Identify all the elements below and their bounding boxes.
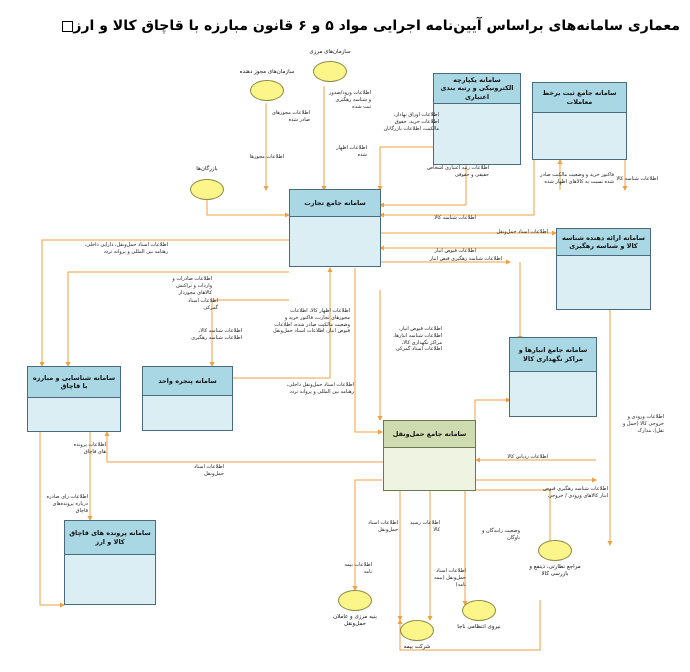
entity-bazargan-label: بازرگان‌ها [196, 166, 218, 172]
entity-sherkat: شرکت بیمه [384, 620, 450, 651]
connector [379, 165, 467, 208]
edge-label: اطلاعات شناسه کالا [616, 176, 658, 182]
entity-mardom: مراجع نظارتی، ذینفع و بازرسی کالا [520, 540, 590, 577]
system-chand-barname-title: سامانه یکپارچه الکترونیکی و رتبه بندی اع… [434, 74, 520, 104]
entity-mojaz-label: سازمان‌های مجوز دهنده [239, 69, 295, 75]
system-shenasaei-title: سامانه شناسایی و مبارزه با قاچاق [28, 367, 120, 398]
connector [352, 479, 382, 591]
edge-label: اطلاعات ورودی و خروجی کالا (حمل و نقل)، … [622, 414, 664, 434]
edge-label: اطلاعات بیمه نامه [344, 562, 372, 575]
system-haml: سامانه جامع حمل‌ونقل [383, 420, 476, 491]
connector [209, 299, 289, 367]
edge-label: اطلاعات اسناد گمرکی [188, 298, 218, 311]
edge-label: اطلاعات ورود/صدور و شناسه رهگیری ثبت شده [328, 90, 371, 110]
edge-label: فاکتور خرید و وضعیت مالکیت صادر شده نسبت… [540, 172, 614, 185]
entity-bazargan-oval [190, 178, 224, 200]
edge-label: اطلاعات اسناد حمل‌ونقل، دارایی داخلی، ره… [84, 242, 168, 255]
edge-label: اطلاعات اسناد حمل‌ونقل داخلی، رهنامه بین… [286, 382, 354, 395]
connector [397, 600, 541, 651]
edge-label: اطلاعات اظهار کالا، اطلاعات مجوزهای تجار… [272, 308, 350, 335]
system-panjare-title: سامانه پنجره واحد [143, 367, 232, 396]
edge-label: اطلاعات اسناد حمل‌ونقل [496, 229, 548, 235]
system-panjare: سامانه پنجره واحد [142, 366, 233, 431]
system-anbar: سامانه جامع انبارها و مراکز نگهداری کالا [509, 337, 597, 417]
system-tejarat-title: سامانه جامع تجارت [290, 190, 380, 217]
entity-sherkat-label: شرکت بیمه [403, 644, 431, 650]
entity-mardom-label: مراجع نظارتی، ذینفع و بازرسی کالا [529, 564, 581, 577]
system-sabt-moamelat: سامانه جامع ثبت برخط معاملات [532, 82, 627, 160]
edge-label: اطلاعات قبوض انبار، اطلاعات شناسه انباره… [393, 326, 442, 353]
system-chand-barname: سامانه یکپارچه الکترونیکی و رتبه بندی اع… [433, 73, 521, 165]
system-shenase-kala-title: سامانه ارائه دهنده شناسه کالا و شناسه ره… [557, 229, 650, 256]
edge-label: اطلاعات شناسه کالا، اطلاعات شناسه رهگیری [191, 328, 242, 341]
edge-label: اطلاعات مجوزهای صادر شده [271, 110, 310, 123]
connector [354, 268, 383, 435]
edge-label: اطلاعات رسید کالا [410, 520, 440, 533]
system-parvande-title: سامانه پرونده های قاچاق کالا و ارز [65, 521, 155, 555]
entity-niro-label: نیروی انتظامی ناجا [457, 624, 501, 630]
system-anbar-title: سامانه جامع انبارها و مراکز نگهداری کالا [510, 338, 596, 372]
entity-marze-oval [313, 60, 347, 82]
title-text: معماری سامانه‌های براساس آیین‌نامه اجرای… [73, 18, 680, 34]
entity-marze-label: سازمان‌های مرزی [309, 49, 351, 55]
entity-sherkat-oval [400, 620, 434, 641]
entity-marze: سازمان‌های مرزی [295, 49, 365, 82]
edge-label: اطلاعات مجوزها [249, 154, 284, 160]
connector [104, 431, 384, 463]
edge-label: اطلاعات قبوض انبار [434, 248, 477, 254]
edge-label: اطلاعات شناسه رهگیری قبض انبار [429, 256, 502, 262]
system-haml-title: سامانه جامع حمل‌ونقل [384, 421, 475, 448]
entity-hamlonagl-label: بنیه مرزی و عاملان حمل‌ونقل [333, 614, 377, 627]
entity-niro: نیروی انتظامی ناجا [446, 600, 512, 631]
title-checkbox-icon [62, 20, 74, 32]
edge-label: اطلاعات اسناد حمل‌ونقل [194, 464, 224, 477]
edge-label: اطلاعات شناسه کالا [434, 215, 476, 221]
edge-label: اطلاعات رتبه اعتباری اشخاص حقیقی و حقوقی [427, 165, 489, 178]
entity-mojaz: سازمان‌های مجوز دهنده [232, 69, 302, 101]
connector [65, 271, 289, 367]
connector [474, 397, 511, 425]
entity-mojaz-oval [250, 79, 284, 101]
diagram-title: معماری سامانه‌های براساس آیین‌نامه اجرای… [62, 18, 680, 44]
edge-label: اطلاعات شناسه رهگیری قبوض انبار کالاهای … [543, 486, 608, 499]
system-shenase-kala: سامانه ارائه دهنده شناسه کالا و شناسه ره… [556, 228, 651, 310]
entity-hamlonagl: بنیه مرزی و عاملان حمل‌ونقل [322, 590, 388, 627]
connector [233, 267, 333, 379]
edge-label: اطلاعات اسناد حمل‌ونقل (بیمه نامه) [434, 568, 466, 588]
connector [39, 239, 289, 367]
system-parvande: سامانه پرونده های قاچاق کالا و ارز [64, 520, 156, 605]
edge-label: اطلاعات رای صادره درباره پرونده‌های قاچا… [46, 494, 89, 514]
entity-niro-oval [462, 600, 496, 621]
edge-label: اطلاعات ردیابی کالا [507, 454, 548, 460]
entity-bazargan: بازرگان‌ها [172, 166, 242, 200]
connector [379, 160, 535, 218]
edge-label: اطلاعات اوراق بهادار، اطلاعات خرید، حقوق… [383, 112, 440, 132]
system-shenasaei: سامانه شناسایی و مبارزه با قاچاق [27, 366, 121, 432]
system-sabt-moamelat-title: سامانه جامع ثبت برخط معاملات [533, 83, 626, 113]
connector [39, 432, 65, 608]
entity-mardom-oval [538, 540, 572, 561]
edge-label: اطلاعات پرونده های قاچاق [73, 442, 106, 455]
system-tejarat: سامانه جامع تجارت [289, 189, 381, 267]
entity-hamlonagl-oval [338, 590, 372, 611]
edge-label: اطلاعات صادرات و واردات و تراکنش کالاهای… [172, 276, 212, 296]
edge-label: وضعیت رانندگان و ناوگان [482, 528, 520, 541]
connector [476, 489, 553, 551]
edge-label: اطلاعات اظهار شده [336, 145, 367, 158]
edge-label: اطلاعات اسناد حمل‌ونقل [368, 520, 398, 533]
